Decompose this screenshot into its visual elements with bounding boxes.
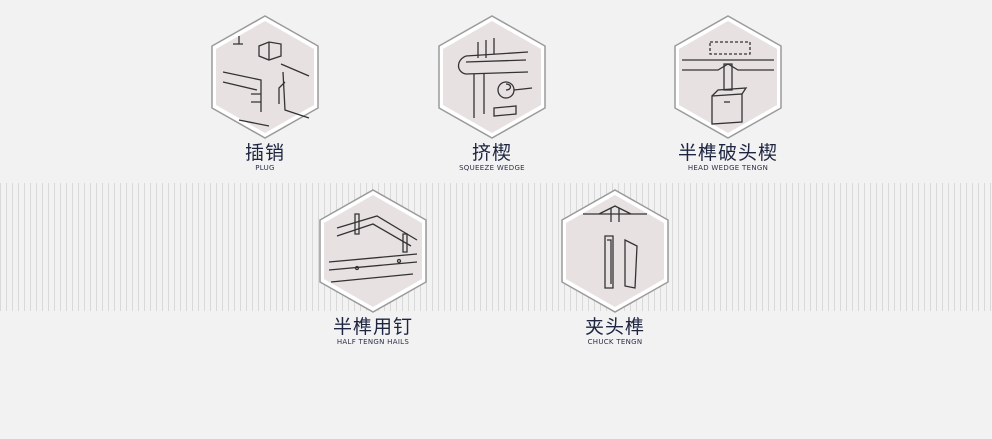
joint-name-zh: 半榫用钉 (332, 316, 413, 338)
joint-card-head-wedge[interactable]: 半榫破头楔 HEAD WEDGE TENGN (658, 14, 798, 173)
joint-card-half-tenon-nails[interactable]: 半榫用钉 HALF TENGN HAILS (303, 188, 443, 347)
joint-name-zh: 挤楔 (471, 142, 512, 164)
joint-name-en: HALF TENGN HAILS (336, 338, 410, 346)
joint-name-zh: 插销 (244, 142, 285, 164)
head-wedge-illustration (674, 15, 782, 139)
squeeze-wedge-illustration (438, 15, 546, 139)
joint-name-zh: 半榫破头楔 (677, 142, 778, 164)
joint-card-squeeze-wedge[interactable]: 挤楔 SQUEEZE WEDGE (422, 14, 562, 173)
chuck-tenon-illustration (561, 189, 669, 313)
joint-name-en: SQUEEZE WEDGE (459, 164, 525, 172)
joint-card-chuck-tenon[interactable]: 夹头榫 CHUCK TENGN (545, 188, 685, 347)
joint-name-en: HEAD WEDGE TENGN (687, 164, 769, 172)
joint-name-en: CHUCK TENGN (587, 338, 643, 346)
half-tenon-nails-illustration (319, 189, 427, 313)
joint-name-zh: 夹头榫 (584, 316, 645, 338)
striped-band-background (0, 183, 992, 311)
joint-name-en: PLUG (255, 164, 275, 172)
joint-card-plug[interactable]: 插销 PLUG (195, 14, 335, 173)
plug-joint-illustration (211, 15, 319, 139)
